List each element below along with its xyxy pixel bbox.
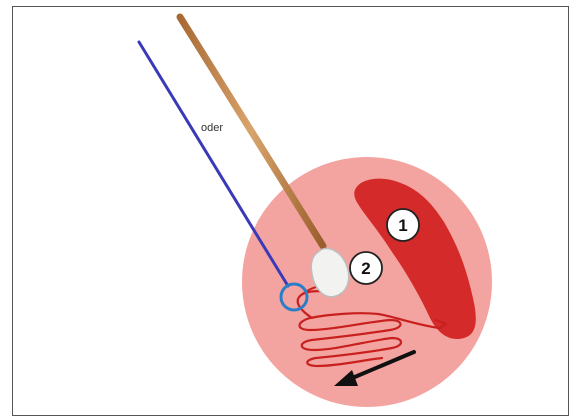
zone-one-number: 1 xyxy=(398,216,407,235)
zone-one-marker: 1 xyxy=(387,209,419,241)
zone-two-marker: 2 xyxy=(350,252,382,284)
zone-two-number: 2 xyxy=(361,259,370,278)
instrument-label: oder xyxy=(201,122,223,134)
